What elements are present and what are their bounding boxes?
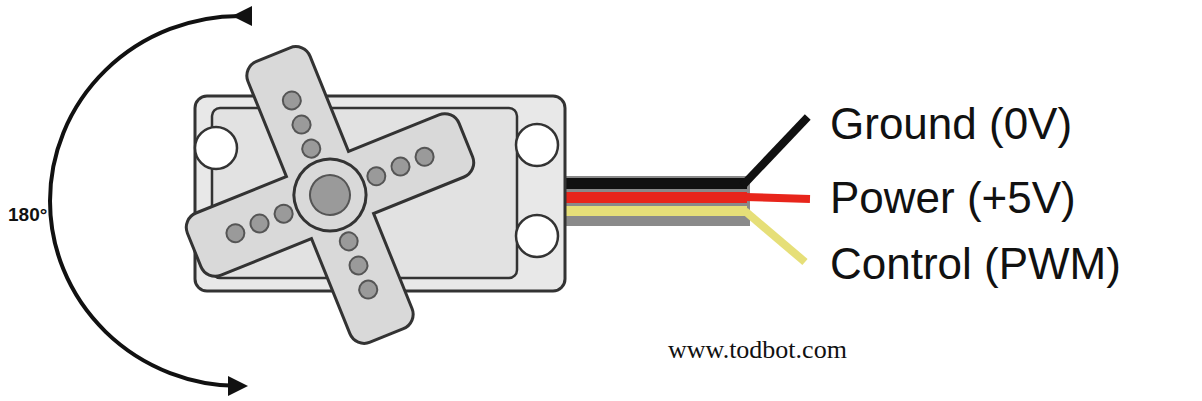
angle-label-wrap: 180° [8,205,47,224]
horn-hole [280,89,303,112]
horn-hole [356,278,379,301]
horn-hole [290,113,313,136]
watermark-url-wrap: www.todbot.com [668,337,847,363]
pin-label-wrap: Ground (0V) [830,102,1072,146]
servo-horn [139,2,520,389]
horn-hole [248,212,271,235]
pin-label-wrap: Power (+5V) [830,176,1076,220]
horn-hole [224,221,247,244]
wire-bundle [555,120,810,262]
horn-hole [347,254,370,277]
horn-hole [272,202,295,225]
horn-hole [413,145,436,168]
pin-label: Ground (0V) [830,102,1072,146]
angle-label: 180° [8,205,47,224]
horn-hole [300,137,323,160]
horn-hole [337,230,360,253]
pin-label: Power (+5V) [830,176,1076,220]
pin-label: Control (PWM) [830,242,1121,286]
pin-label-wrap: Control (PWM) [830,242,1121,286]
horn-hole [389,155,412,178]
horn-hole [365,165,388,188]
watermark-url: www.todbot.com [668,337,847,363]
